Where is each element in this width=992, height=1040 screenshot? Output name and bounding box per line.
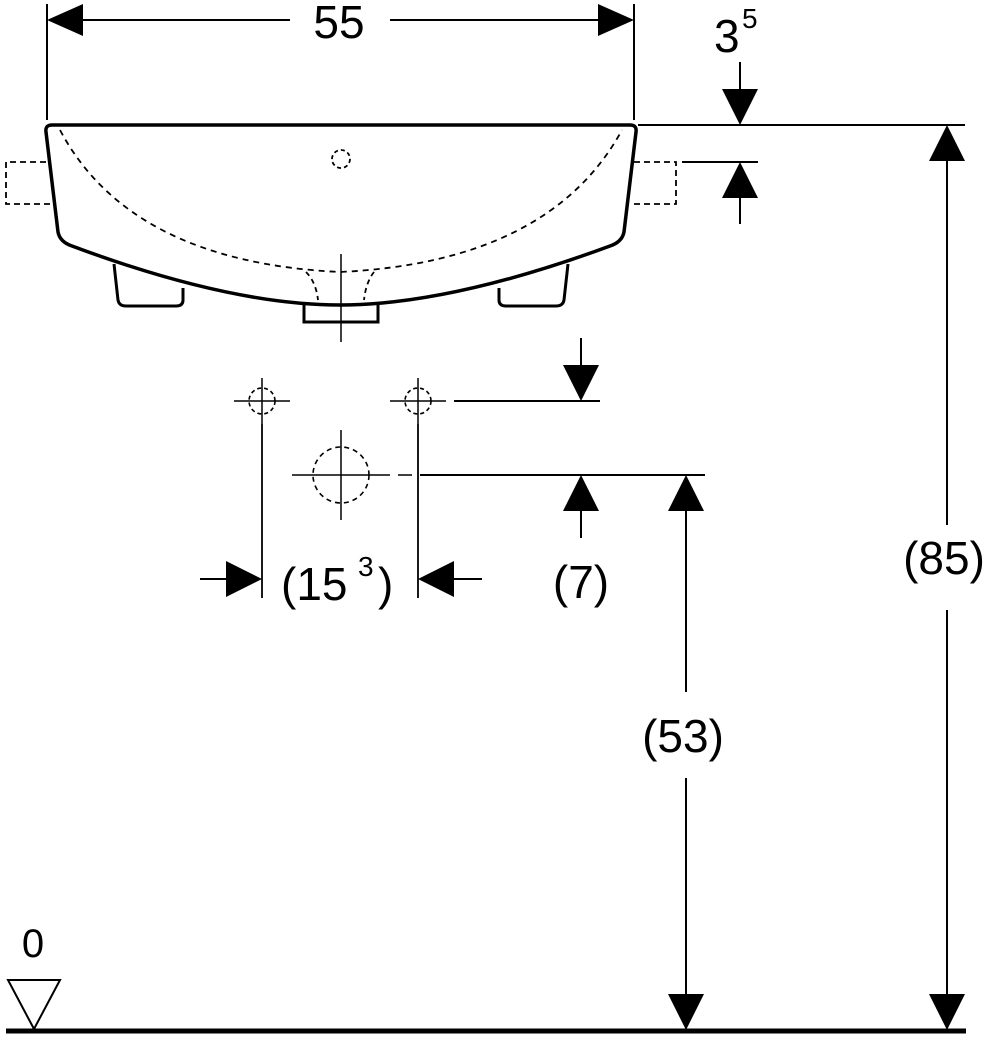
outlet-height-label: (53) <box>642 710 724 762</box>
outlet-position <box>292 430 412 520</box>
tap-spacing-close: ) <box>378 558 393 610</box>
outlet-height-dimension: (53) <box>642 475 724 1030</box>
rim-thickness-sup: 5 <box>742 3 758 34</box>
width-dimension: 55 <box>46 0 635 120</box>
tap-outlet-dimension: (7) <box>420 338 705 608</box>
width-label: 55 <box>313 0 364 48</box>
basin-outline <box>5 123 677 342</box>
floor-level: 0 <box>6 922 966 1034</box>
rim-thickness-dimension: 3 5 <box>638 3 965 224</box>
tap-hole-right <box>390 378 446 424</box>
tap-hole-left <box>234 378 290 424</box>
tap-spacing-dimension: (15 3 ) <box>200 424 482 610</box>
rim-thickness-label: 3 <box>714 10 740 62</box>
total-height-label: (85) <box>903 532 985 584</box>
tap-spacing-label: (15 <box>281 558 347 610</box>
floor-level-label: 0 <box>22 922 44 966</box>
tap-spacing-sup: 3 <box>358 551 374 582</box>
total-height-dimension: (85) <box>903 125 985 1030</box>
tap-outlet-label: (7) <box>553 556 609 608</box>
